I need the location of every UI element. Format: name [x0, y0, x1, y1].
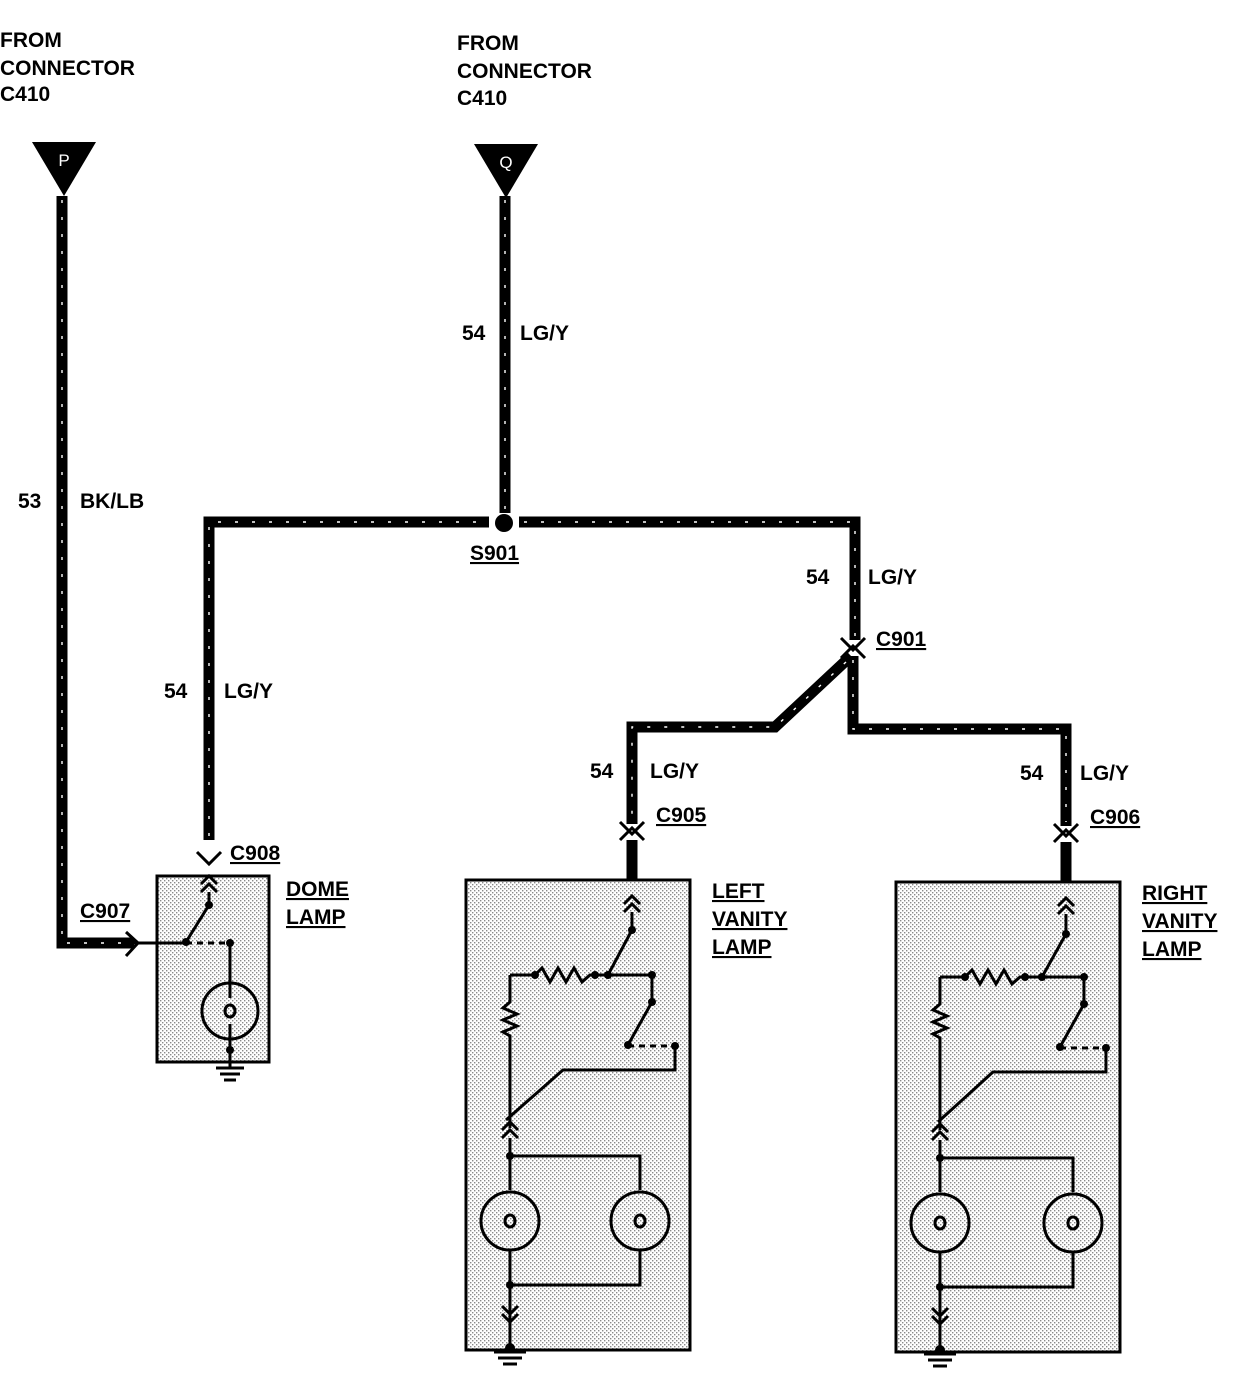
c908-connector	[195, 850, 223, 867]
source-q: FROM CONNECTOR C410 Q	[457, 32, 592, 198]
dome-lamp-label-2: LAMP	[286, 906, 346, 929]
wire-53-bk-lb: 53 BK/LB C907	[18, 196, 144, 958]
source-p-connector-id: C410	[0, 83, 50, 106]
c901-label: C901	[876, 628, 927, 651]
pin-p-label: P	[58, 151, 69, 170]
c901-connector: C901	[626, 628, 1072, 826]
left-vanity-lamp-assembly: C905	[464, 804, 707, 1366]
c906-male	[1052, 822, 1080, 839]
source-q-connector-id: C410	[457, 87, 507, 110]
wire-q-circuit: 54	[462, 322, 486, 345]
source-p: FROM CONNECTOR C410 P	[0, 29, 135, 196]
source-q-from-label: FROM	[457, 32, 519, 55]
right-vanity-lamp-assembly: C906	[894, 806, 1140, 1368]
c901-feed-circuit: 54	[806, 566, 830, 589]
c901-female	[839, 643, 867, 660]
dome-ground-icon	[216, 1066, 244, 1082]
left-vanity-ground-icon	[494, 1350, 526, 1366]
c905-label: C905	[656, 804, 707, 827]
source-q-connector-word: CONNECTOR	[457, 60, 592, 83]
wire-54-q-feed: 54 LG/Y	[462, 196, 569, 522]
c906-label: C906	[1090, 806, 1140, 829]
c905-male	[618, 820, 646, 837]
left-feed-color: LG/Y	[650, 760, 699, 783]
c901-male	[839, 636, 867, 653]
wire-q-color: LG/Y	[520, 322, 569, 345]
right-feed-color: LG/Y	[1080, 762, 1129, 785]
pin-q-label: Q	[499, 153, 512, 172]
left-vanity-box	[464, 878, 692, 1352]
wire-53-circuit: 53	[18, 490, 41, 513]
right-vanity-ground-icon	[924, 1352, 956, 1368]
dome-feed-circuit: 54	[164, 680, 188, 703]
source-p-from-label: FROM	[0, 29, 62, 52]
left-feed-circuit: 54	[590, 760, 614, 783]
right-vanity-box	[894, 880, 1122, 1354]
c906-female	[1052, 827, 1080, 844]
right-vanity-label-1: RIGHT	[1142, 882, 1208, 905]
left-vanity-label-1: LEFT	[712, 880, 765, 903]
dome-lamp-label-1: DOME	[286, 878, 349, 901]
c901-feed-color: LG/Y	[868, 566, 917, 589]
dome-lamp-assembly: C908	[134, 842, 281, 1082]
c908-label: C908	[230, 842, 281, 865]
pin-p-triangle	[32, 142, 96, 196]
left-vanity-label-3: LAMP	[712, 936, 772, 959]
right-feed-circuit: 54	[1020, 762, 1044, 785]
right-vanity-label-2: VANITY	[1142, 910, 1217, 933]
pin-q-triangle	[474, 144, 538, 198]
left-vanity-label-2: VANITY	[712, 908, 787, 931]
wire-53-color: BK/LB	[80, 490, 144, 513]
c905-female	[618, 825, 646, 842]
c907-label: C907	[80, 900, 130, 923]
s901-label: S901	[470, 542, 519, 565]
right-vanity-label-3: LAMP	[1142, 938, 1202, 961]
splice-bus: S901	[203, 513, 861, 840]
source-p-connector-word: CONNECTOR	[0, 57, 135, 80]
dome-feed-color: LG/Y	[224, 680, 273, 703]
